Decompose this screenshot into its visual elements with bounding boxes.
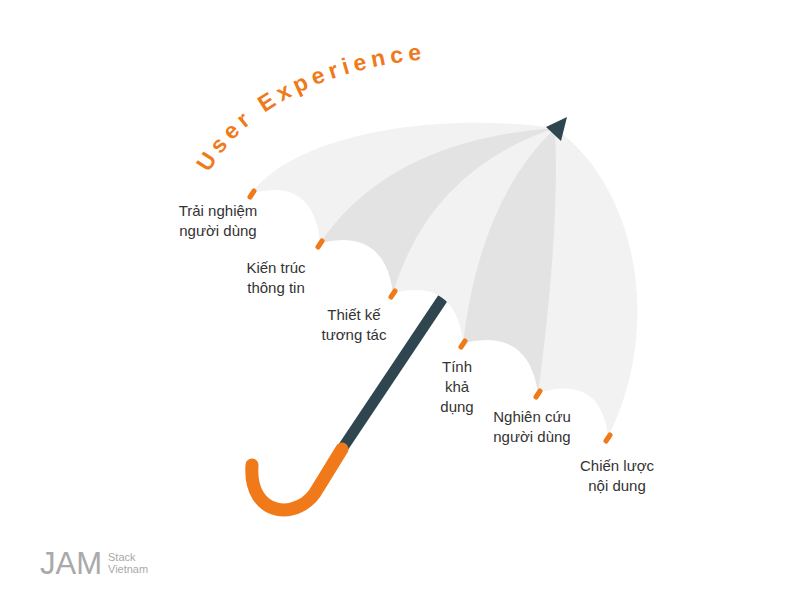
category-label: Kiến trúc thông tin — [229, 258, 324, 298]
category-label: Nghiên cứu người dùng — [482, 407, 582, 447]
category-label: Thiết kế tương tác — [307, 305, 402, 345]
logo-mark: JAM — [40, 548, 102, 580]
umbrella-handle — [252, 449, 342, 510]
diagram-title: User Experience — [191, 38, 427, 175]
category-label: Chiến lược nội dung — [572, 456, 662, 496]
canopy-panel — [463, 128, 556, 393]
logo-text: Stack Vietnam — [108, 551, 158, 575]
title-text-holder: User Experience — [191, 38, 427, 175]
rib-ends — [250, 191, 610, 441]
category-label: Tính khả dụng — [428, 357, 486, 417]
category-label: Trải nghiệm người dùng — [168, 201, 268, 241]
umbrella-canopy — [252, 123, 637, 437]
umbrella-tip — [546, 117, 567, 141]
